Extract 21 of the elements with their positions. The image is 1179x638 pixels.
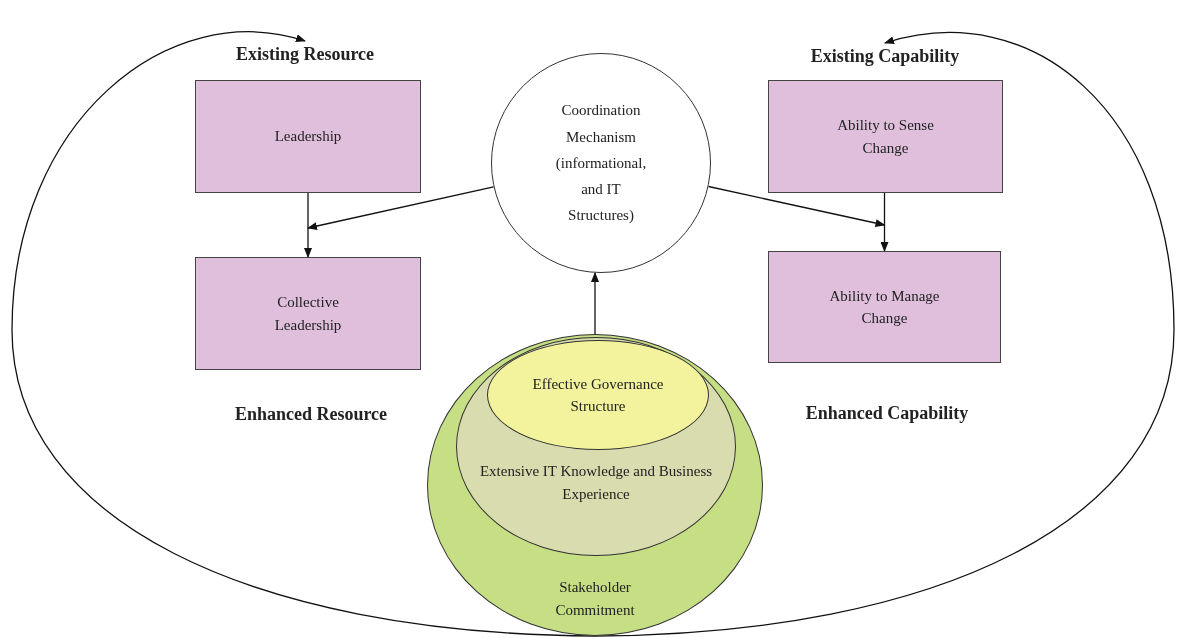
arrow <box>880 192 889 252</box>
process-box <box>195 257 421 370</box>
node-text: Coordination Mechanism (informational, and IT Structures) <box>554 101 648 226</box>
node-text: Leadership <box>274 127 342 147</box>
node-text: Ability to Manage Change <box>828 286 941 328</box>
node-text: Ability to Sense Change <box>836 116 935 158</box>
node-text: Existing Resource <box>235 42 375 66</box>
node-text: Effective Governance Structure <box>531 374 665 416</box>
node-text: Existing Capability <box>810 44 960 68</box>
node-text: Extensive IT Knowledge and Business Experience <box>478 462 714 504</box>
node-text: Stakeholder Commitment <box>554 578 636 620</box>
arrow <box>591 272 599 335</box>
arrow <box>707 185 886 227</box>
process-box <box>195 80 421 193</box>
arrow <box>307 186 495 230</box>
node-text: Collective Leadership <box>273 293 343 335</box>
section-label: Enhanced Capability <box>805 403 969 424</box>
process-box <box>768 251 1001 363</box>
process-box <box>768 80 1003 193</box>
arrow <box>304 192 312 258</box>
section-label: Enhanced Resource <box>234 404 388 425</box>
